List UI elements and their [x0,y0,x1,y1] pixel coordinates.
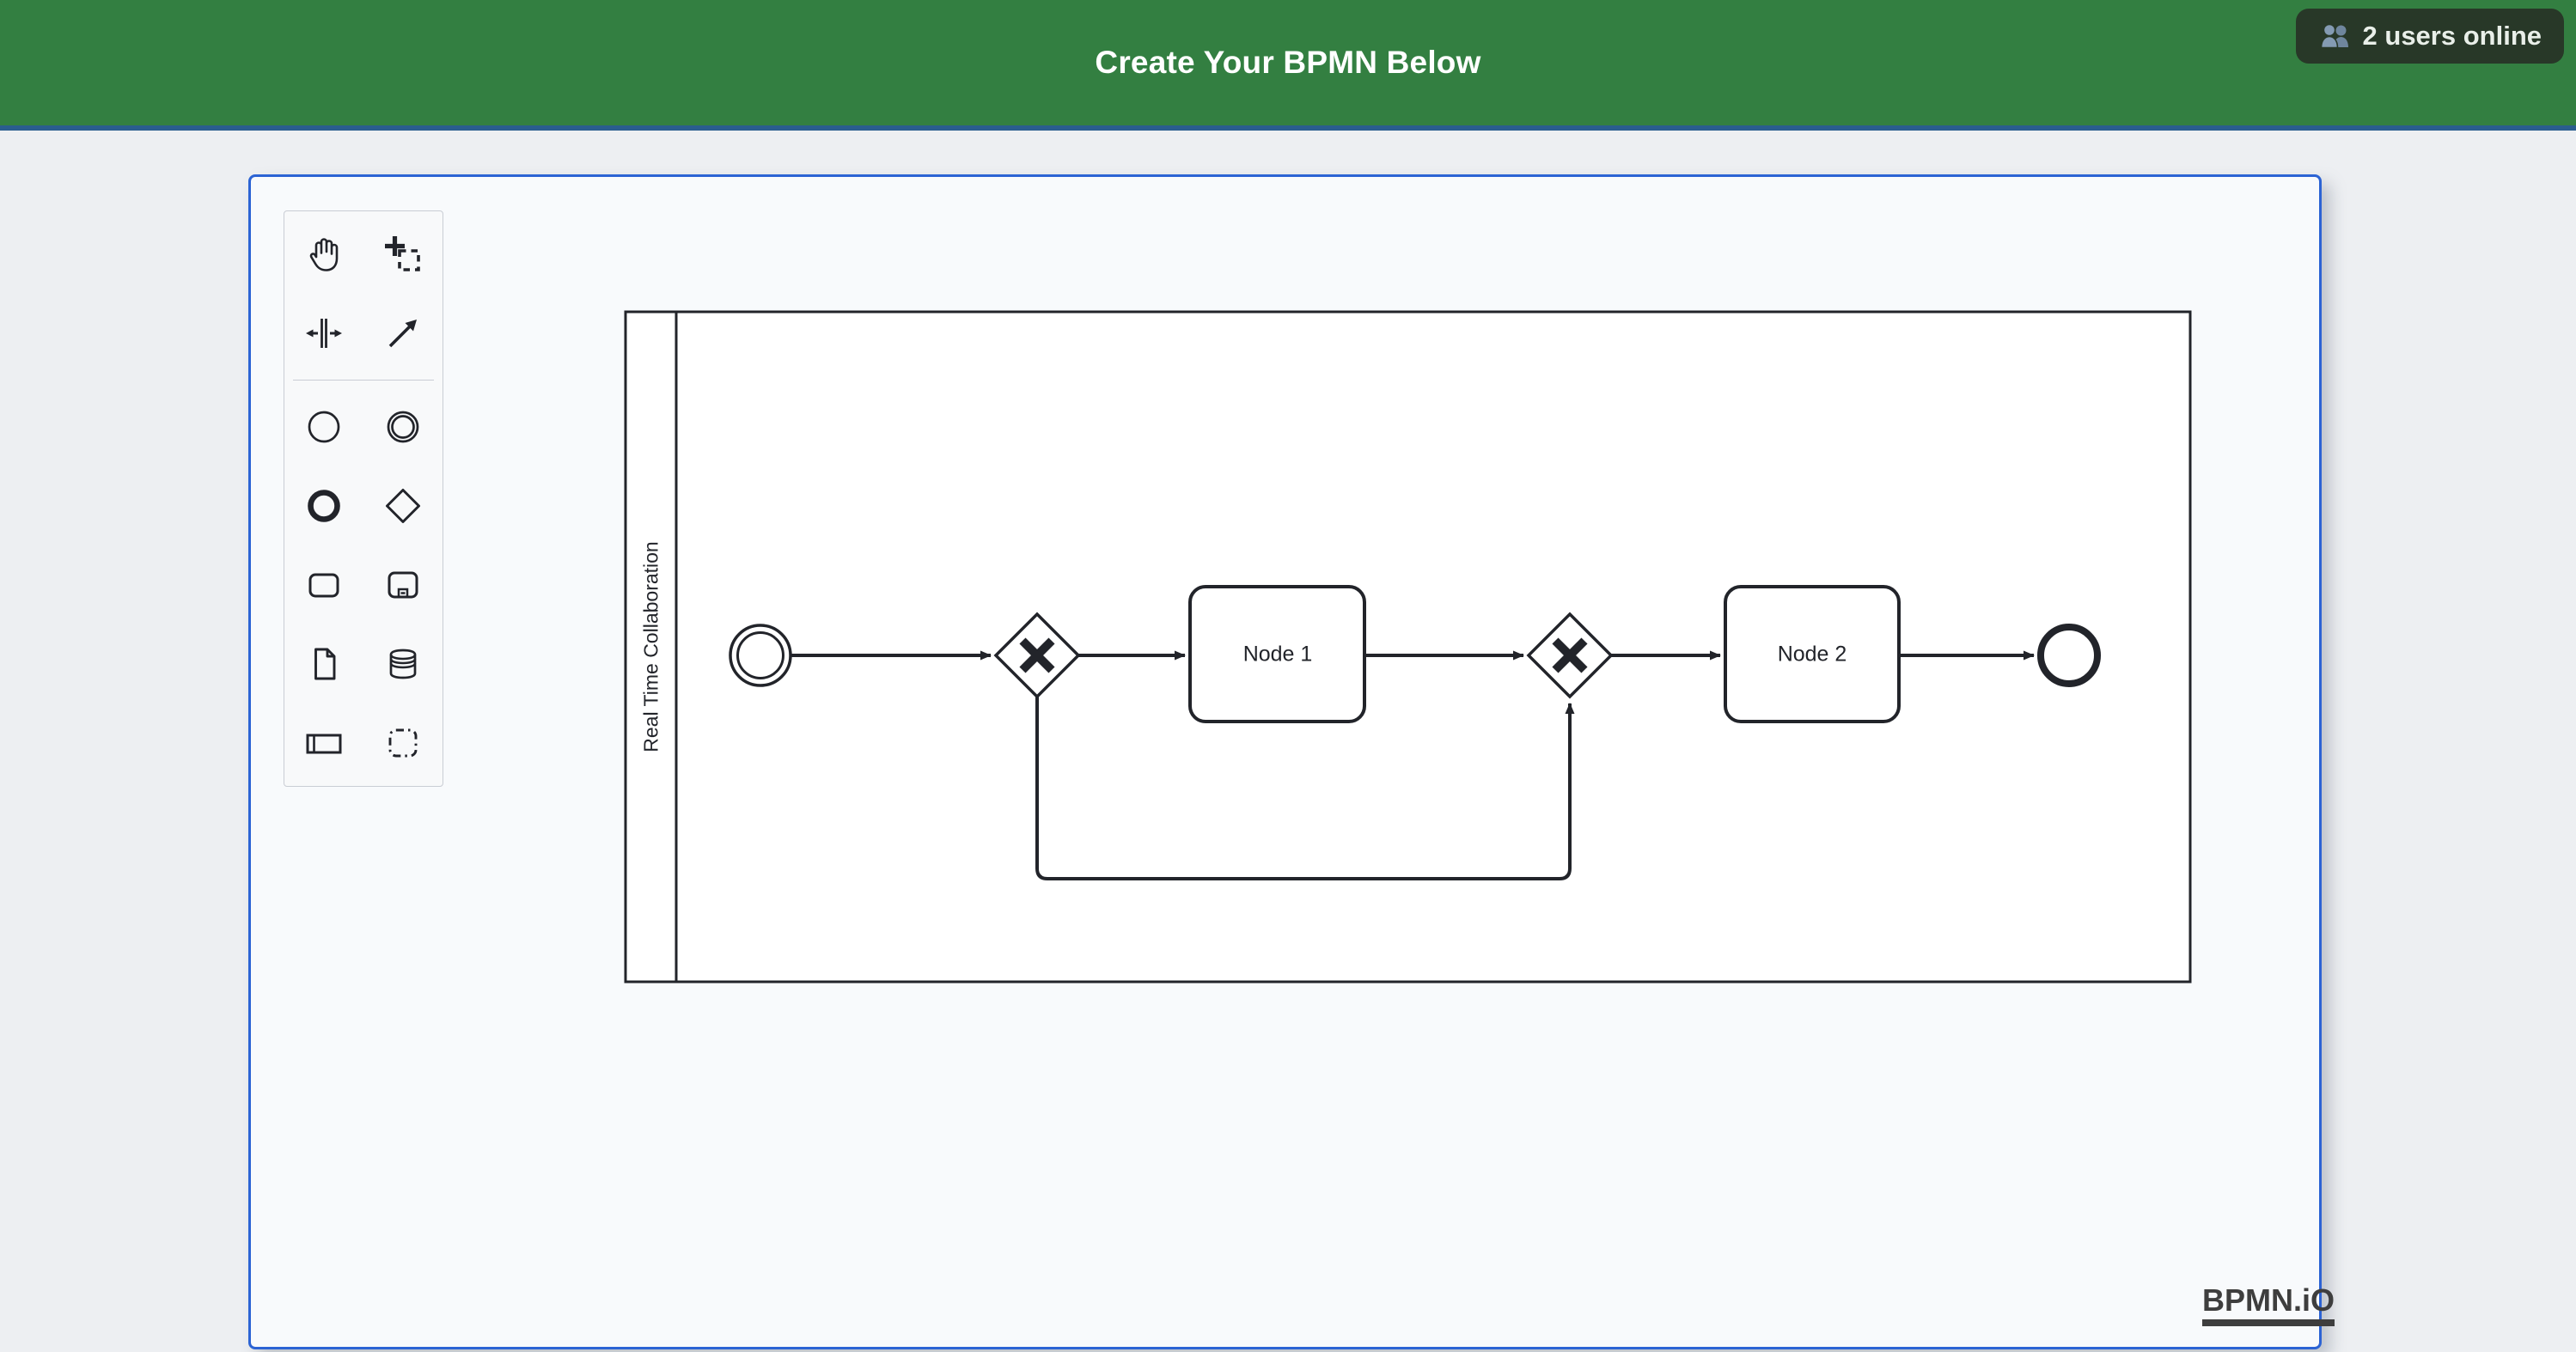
lasso-tool[interactable] [363,215,443,294]
pool-label[interactable]: Real Time Collaboration [639,541,662,752]
global-connect-tool[interactable] [363,294,443,373]
page-title: Create Your BPMN Below [1095,45,1481,80]
bpmn-diagram [624,310,2192,984]
create-subprocess[interactable] [363,545,443,624]
palette-separator [293,380,434,381]
create-task[interactable] [284,545,363,624]
create-participant[interactable] [284,703,363,783]
end-event[interactable] [2037,624,2101,687]
task-node-2-label[interactable]: Node 2 [1777,642,1847,667]
users-online-badge: 2 users online [2295,9,2564,64]
app-header: Create Your BPMN Below 2 users online [0,0,2576,131]
exclusive-gateway-1[interactable] [993,612,1081,699]
task-node-2[interactable] [1724,585,1901,723]
intermediate-throw-event[interactable] [729,624,792,687]
task-node-1-label[interactable]: Node 1 [1242,642,1313,667]
space-tool[interactable] [284,294,363,373]
participant-pool[interactable] [624,310,2192,984]
task-node-1[interactable] [1188,585,1366,723]
create-group[interactable] [363,703,443,783]
create-end-event[interactable] [284,466,363,545]
create-start-event[interactable] [284,387,363,466]
create-intermediate-event[interactable] [363,387,443,466]
users-icon [2318,21,2353,52]
exclusive-gateway-2[interactable] [1526,612,1614,699]
users-online-text: 2 users online [2362,21,2542,51]
tool-palette [284,210,443,787]
create-data-object[interactable] [284,624,363,703]
sequence-flows[interactable] [791,650,2035,880]
bpmn-io-logo[interactable]: BPMN.iO [2202,1285,2335,1326]
create-data-store[interactable] [363,624,443,703]
hand-tool[interactable] [284,215,363,294]
create-exclusive-gateway[interactable] [363,466,443,545]
